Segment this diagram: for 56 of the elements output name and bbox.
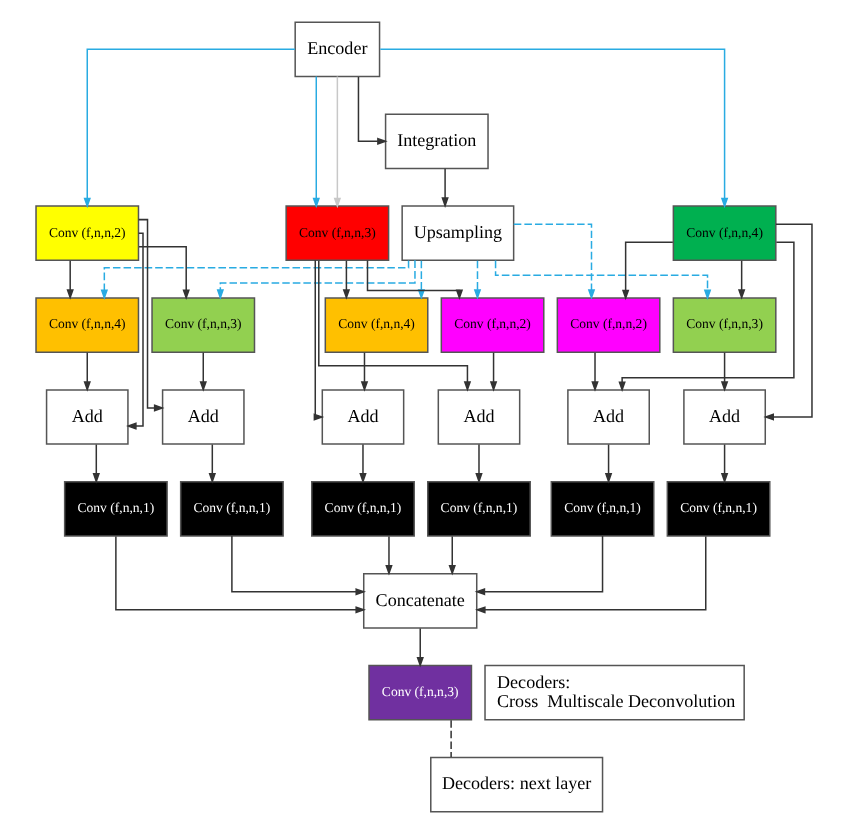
arrow xyxy=(332,75,341,209)
arrow xyxy=(719,351,728,392)
arrow xyxy=(358,443,366,484)
arrow xyxy=(620,241,673,301)
node-box: Integration xyxy=(383,113,488,170)
arrow xyxy=(378,48,728,209)
node-box: Encoder xyxy=(293,21,380,78)
arrow xyxy=(82,48,295,209)
arrow xyxy=(365,259,463,301)
arrow xyxy=(136,218,164,412)
node-box: Upsampling xyxy=(400,205,514,262)
arrow xyxy=(512,223,595,300)
arrow xyxy=(311,75,319,209)
arrow xyxy=(317,259,471,392)
arrow xyxy=(488,351,497,392)
arrow xyxy=(416,260,425,300)
arrow xyxy=(473,535,603,596)
arrow xyxy=(99,259,409,301)
node-box: Add xyxy=(160,389,244,445)
arrow xyxy=(215,259,415,300)
arrow xyxy=(617,241,794,393)
arrow xyxy=(474,443,482,484)
arrow xyxy=(415,627,423,668)
node-box: Decoders: Cross Multiscale Deconvolution xyxy=(483,664,744,721)
arrow xyxy=(736,260,745,300)
arrow xyxy=(356,76,387,145)
arrow xyxy=(493,259,711,301)
node-box: Add xyxy=(44,389,128,445)
node-box: Decoders: next layer xyxy=(429,756,603,813)
node-box: Add xyxy=(682,389,766,445)
arrow xyxy=(91,443,99,484)
arrow xyxy=(312,259,324,421)
node-box: Add xyxy=(320,389,404,445)
node-box: Concatenate xyxy=(361,572,477,629)
arrow xyxy=(447,535,455,576)
arrow xyxy=(198,351,206,392)
arrow xyxy=(82,351,90,392)
connector xyxy=(449,719,451,758)
arrow xyxy=(603,443,612,484)
arrow xyxy=(472,260,481,300)
arrow xyxy=(440,168,448,208)
arrow xyxy=(474,535,706,614)
arrow xyxy=(590,351,598,392)
arrow xyxy=(384,535,392,576)
arrow xyxy=(719,443,728,484)
arrow xyxy=(65,260,73,300)
arrow xyxy=(114,535,365,614)
arrow xyxy=(207,443,215,484)
arrow xyxy=(359,351,368,392)
arrow xyxy=(762,223,812,421)
arrow xyxy=(137,246,189,300)
node-box: Add xyxy=(566,389,649,445)
arrow xyxy=(125,232,143,430)
node-box: Add xyxy=(436,389,520,445)
arrow xyxy=(230,535,365,596)
arrow xyxy=(341,260,350,300)
